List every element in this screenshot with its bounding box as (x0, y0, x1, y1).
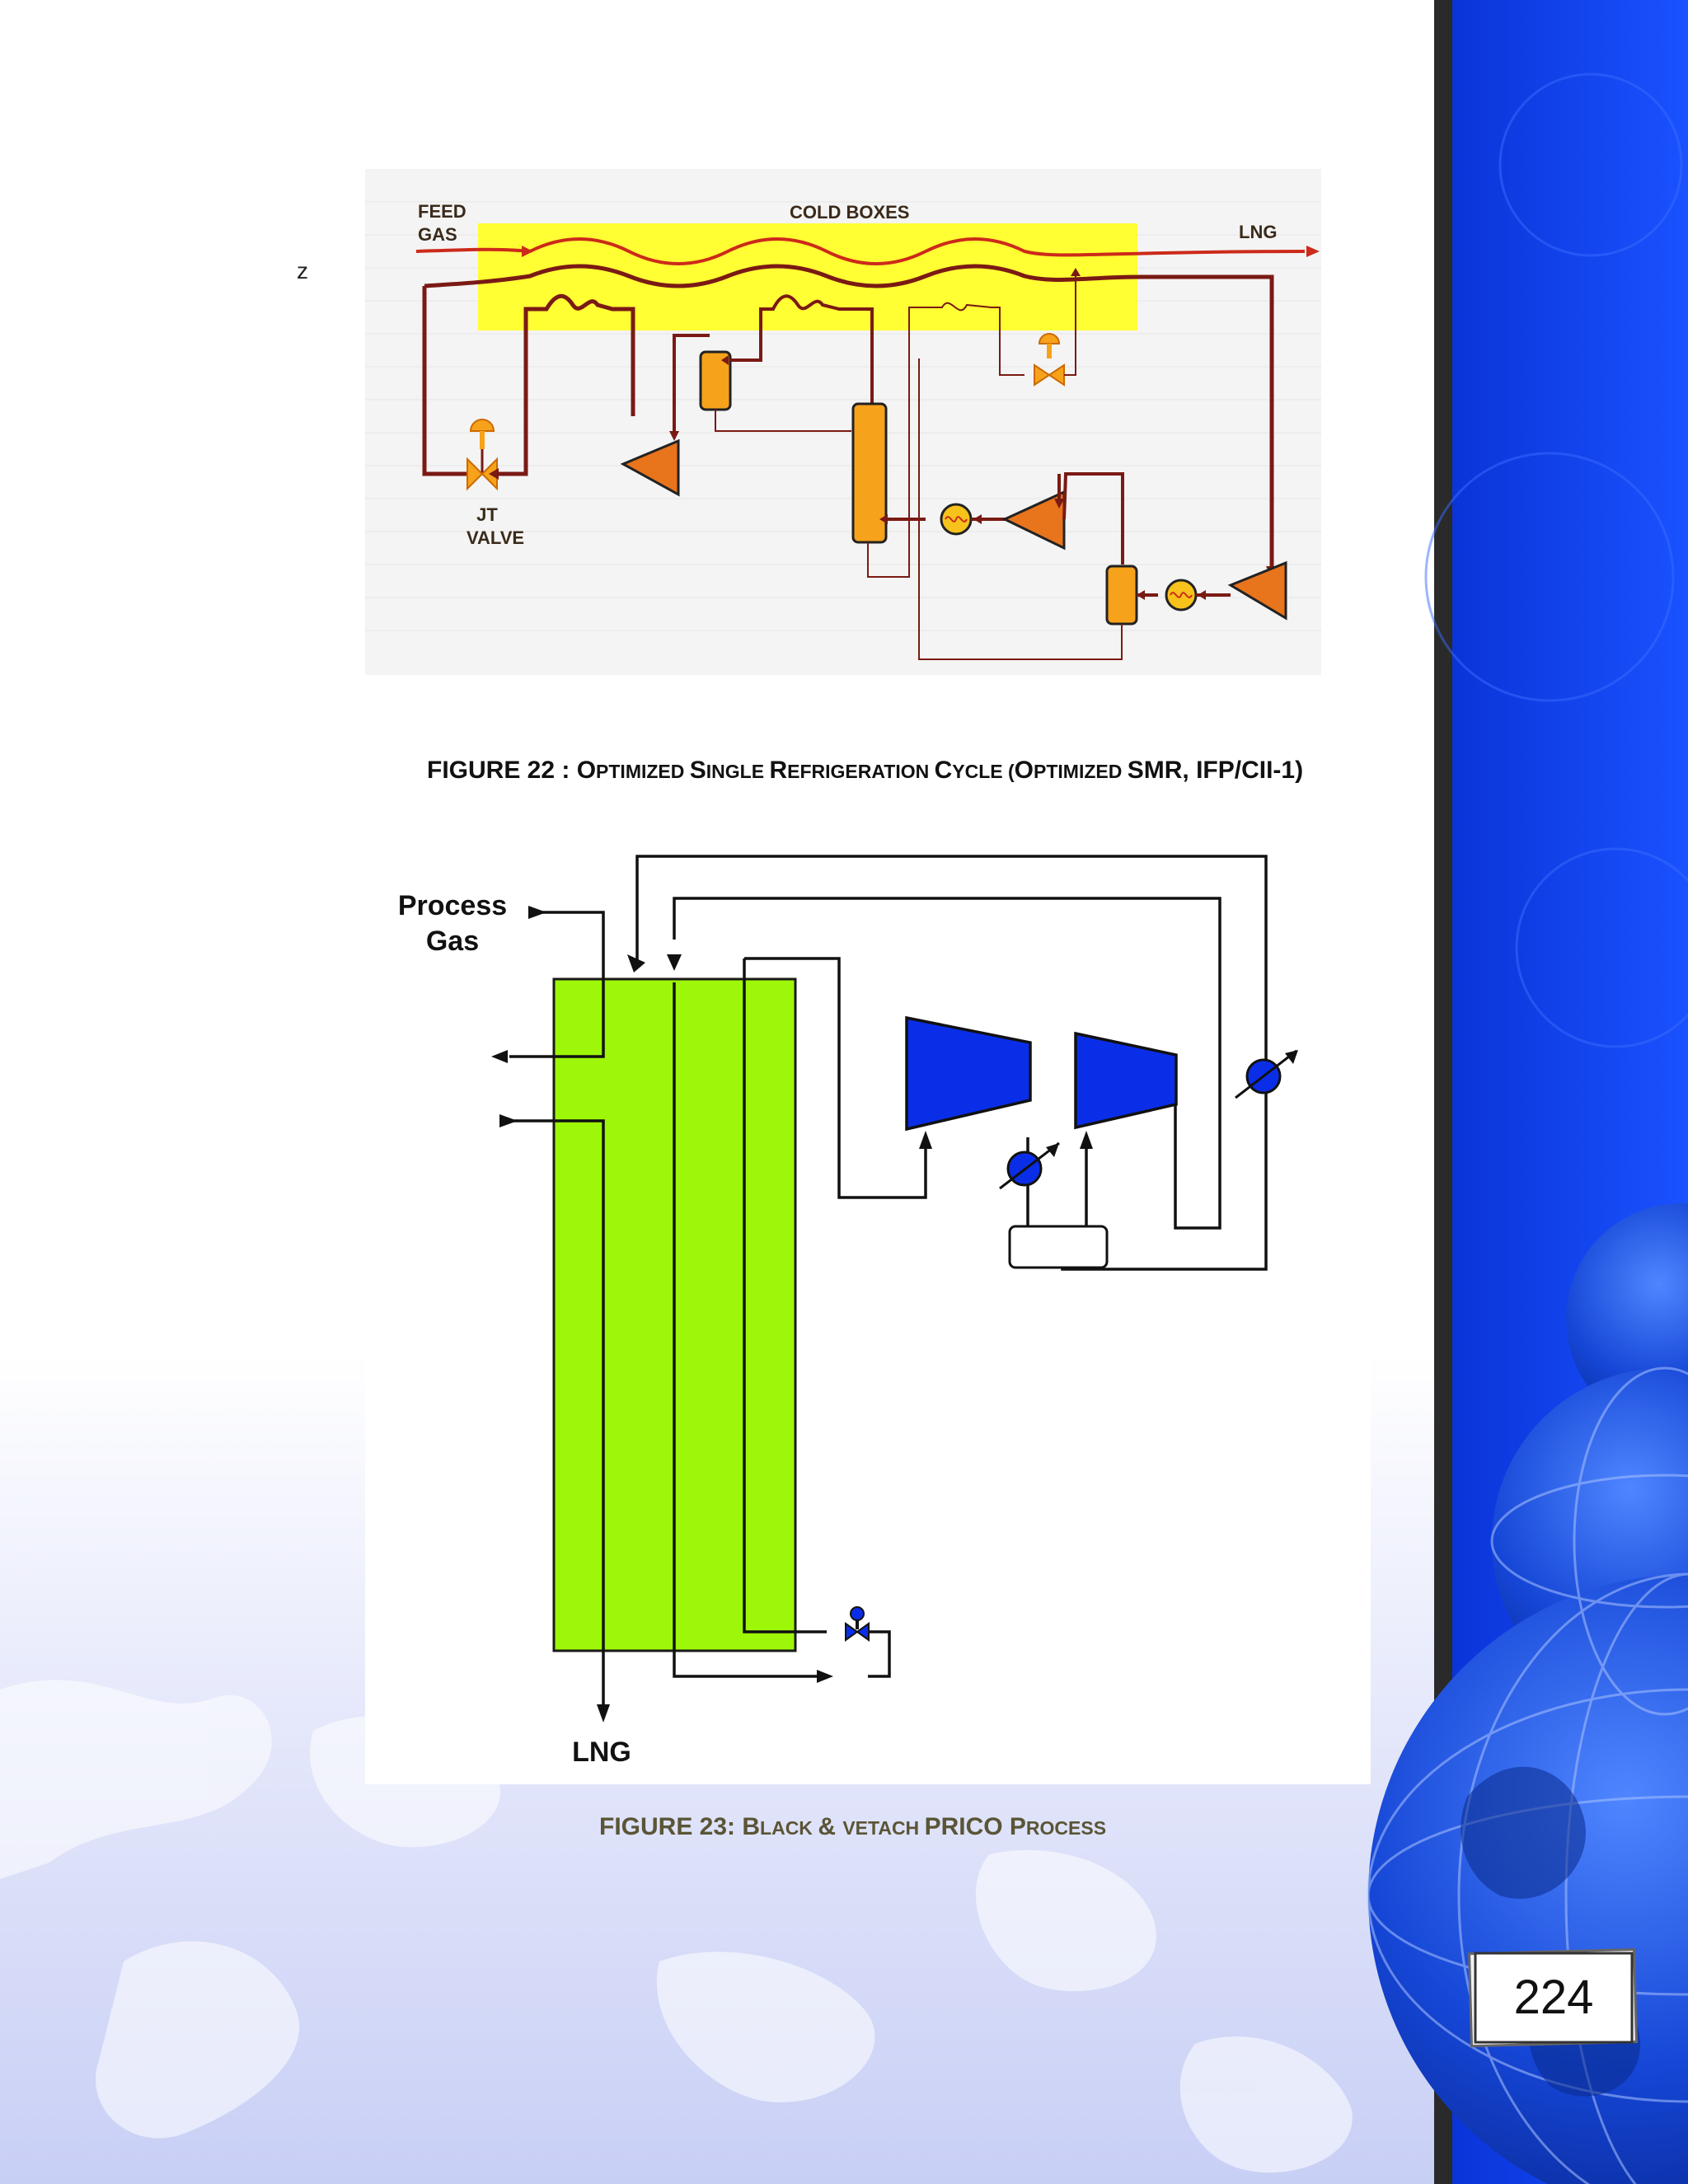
page-number-frame (1468, 1947, 1638, 2048)
figure-22-caption: FIGURE 22 : OPTIMIZED SINGLE REFRIGERATI… (427, 757, 1304, 784)
page-number: 224 (1513, 1970, 1594, 2024)
jt-valve-icon (467, 419, 498, 491)
jt-valve-label: VALVE (467, 527, 524, 548)
figure-23-caption: FIGURE 23: BLACK & VETACH PRICO PROCESS (599, 1813, 1107, 1840)
process-gas-label: Process (398, 890, 507, 921)
feed-gas-label: GAS (418, 224, 457, 245)
compressor-icon (1227, 560, 1287, 621)
margin-mark: z (297, 258, 308, 284)
figure-22-diagram: FEED GAS COLD BOXES LNG JT VALVE (365, 169, 1321, 675)
cooler-icon (1165, 579, 1198, 612)
compressor-icon (620, 438, 680, 497)
cooler-icon (940, 503, 973, 536)
lng-label: LNG (572, 1736, 631, 1768)
compressor-icon (905, 1015, 1032, 1132)
figure-23-diagram: Process Gas LNG (365, 832, 1371, 1784)
jt-valve-label: JT (476, 504, 498, 525)
feed-gas-label: FEED (418, 201, 467, 222)
separator-drum-icon (1105, 565, 1138, 626)
expansion-valve-icon (1034, 268, 1081, 387)
expansion-valve-icon (845, 1606, 870, 1642)
feed-gas-line (415, 237, 1306, 265)
lng-label: LNG (1239, 222, 1277, 242)
compressor-icon (1074, 1031, 1178, 1130)
distillation-column-icon (851, 402, 888, 544)
compressor-icon (1001, 490, 1066, 551)
cold-boxes-label: COLD BOXES (790, 202, 909, 223)
separator-drum-icon (1008, 1225, 1109, 1269)
cooler-icon (999, 1141, 1060, 1190)
cooler-icon (1235, 1049, 1298, 1099)
refrigerant-line (422, 286, 475, 476)
process-gas-label: Gas (426, 926, 479, 957)
